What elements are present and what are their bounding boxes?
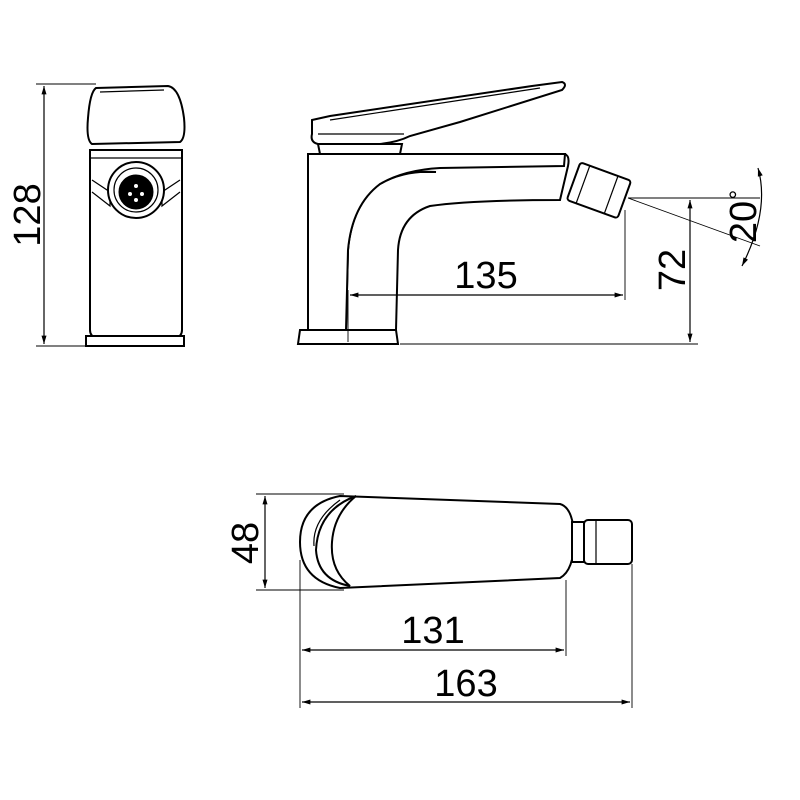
degree-symbol: ° <box>728 187 738 214</box>
dimension-spout-reach: 135 <box>454 255 517 297</box>
dimension-outlet-height: 72 <box>652 249 694 291</box>
dimension-handle-width: 48 <box>225 522 267 564</box>
dimension-front-height: 128 <box>7 183 49 246</box>
dimension-spray-angle: 20 <box>723 201 765 243</box>
top-view: 48 131 163 <box>225 493 633 708</box>
dimension-body-length: 131 <box>401 610 464 652</box>
front-view: 128 <box>7 83 186 347</box>
side-view: 135 72 20 ° <box>296 80 765 345</box>
dimension-overall-length: 163 <box>434 663 497 705</box>
